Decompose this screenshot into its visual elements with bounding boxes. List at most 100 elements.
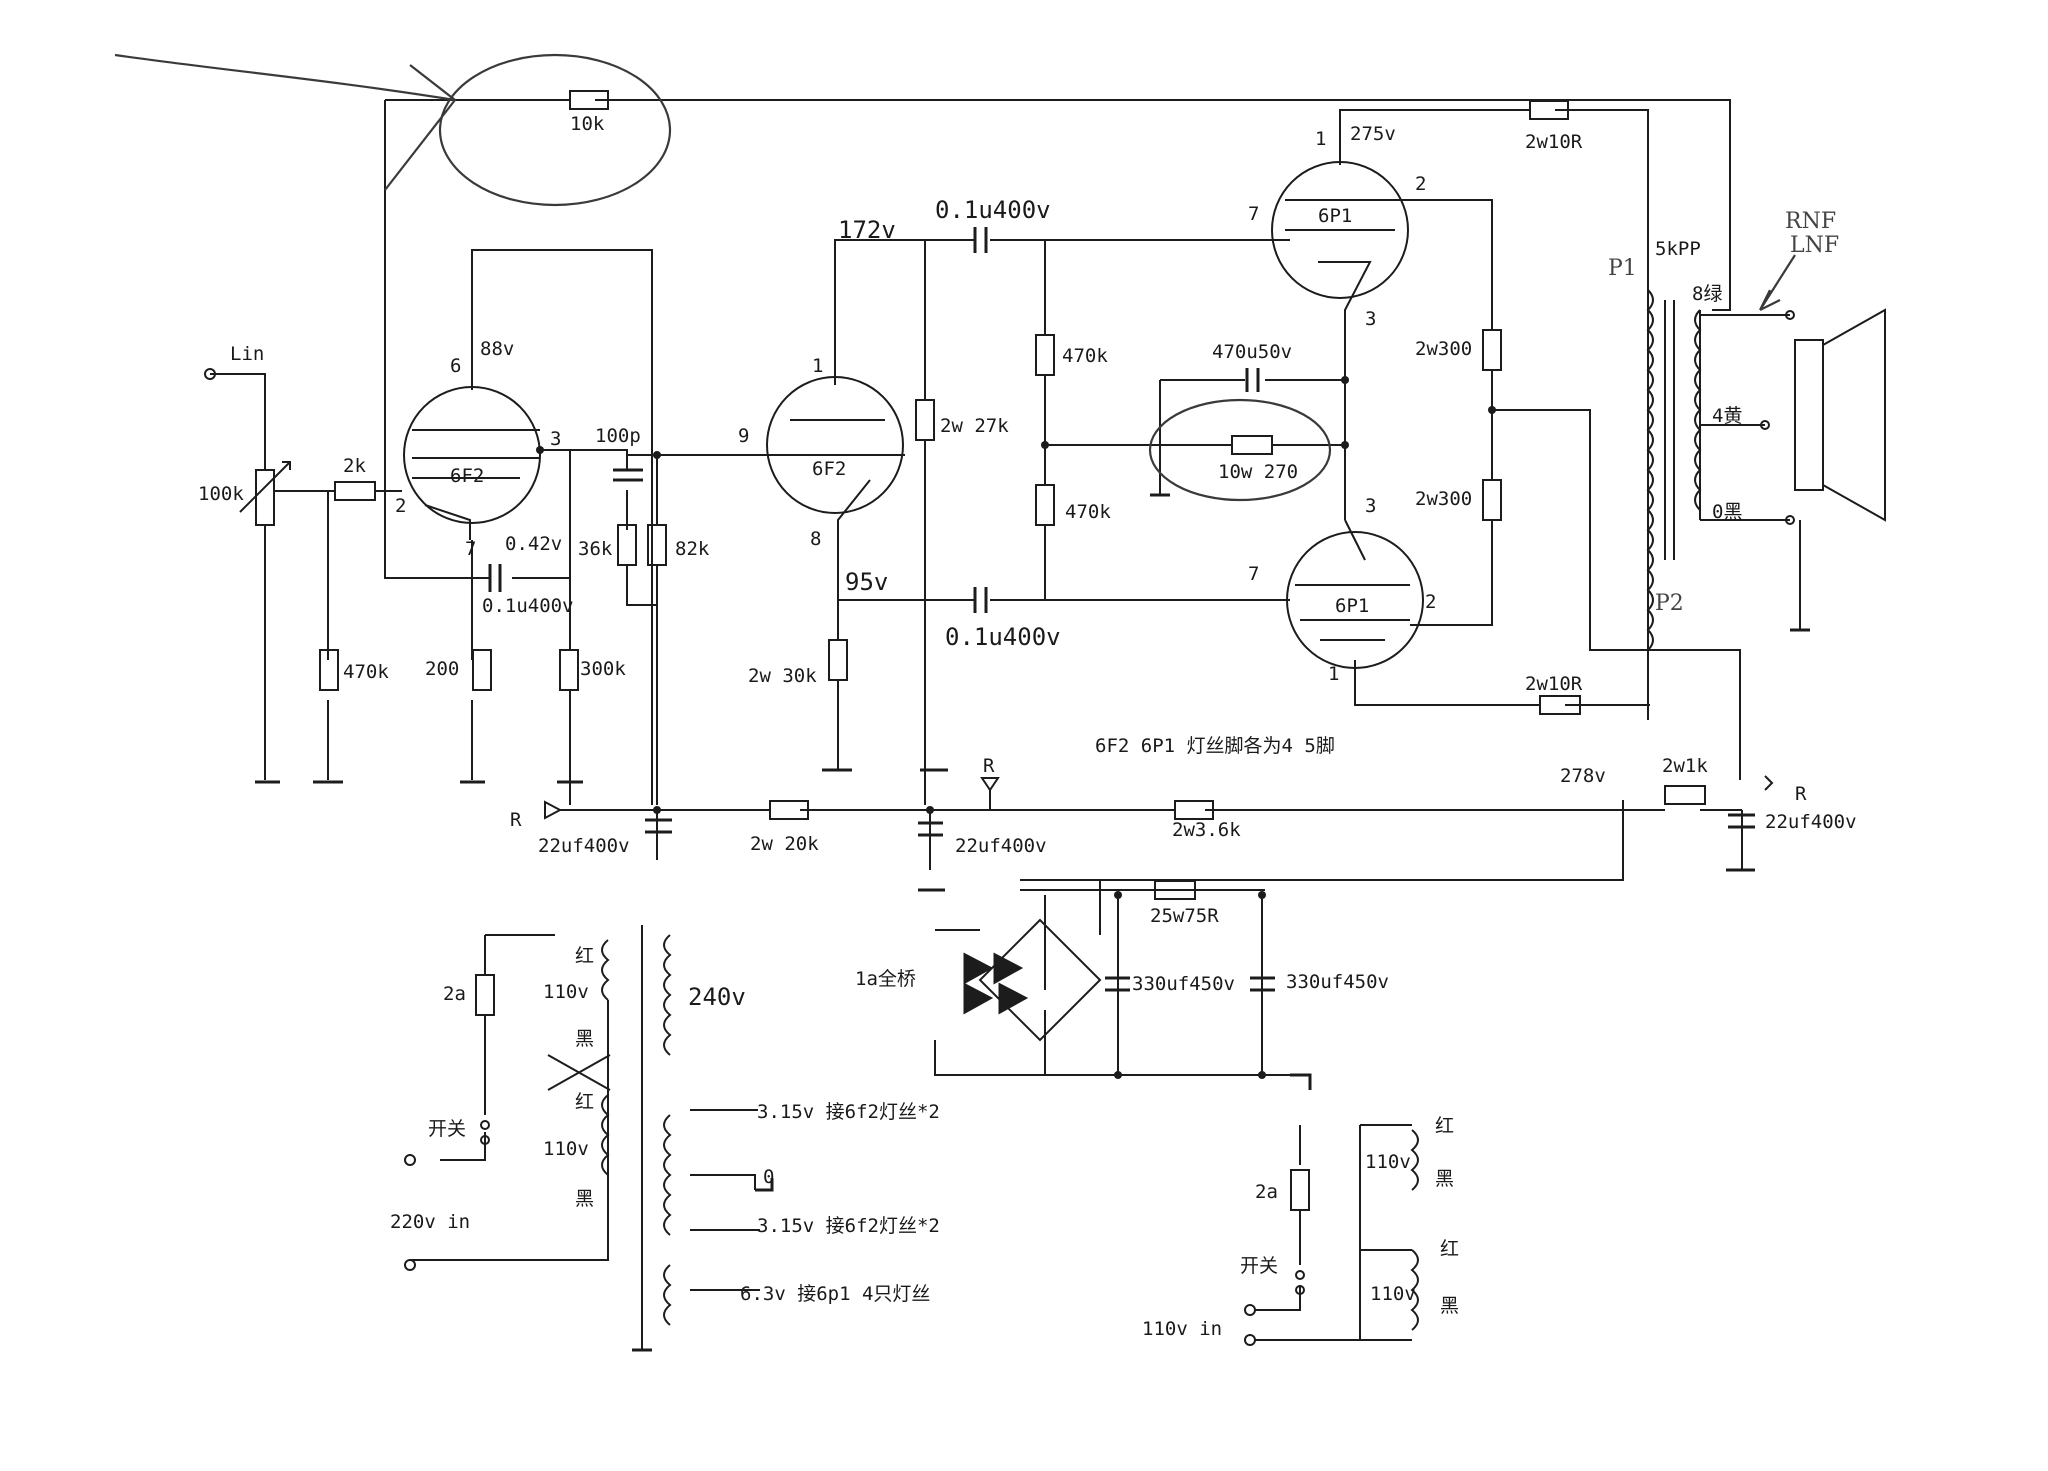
label-172v: 172v bbox=[838, 216, 896, 244]
label-2w300-b: 2w300 bbox=[1415, 488, 1472, 510]
resistor-470k-c bbox=[1035, 484, 1055, 526]
label-6p1-bot: 6P1 bbox=[1335, 595, 1369, 617]
label-95v: 95v bbox=[845, 568, 888, 596]
label-fuse-a: 2a bbox=[443, 983, 466, 1005]
label-25w75r: 25w75R bbox=[1150, 905, 1219, 927]
label-tap-4: 4黄 bbox=[1712, 405, 1742, 427]
fuse-2a-b bbox=[1290, 1169, 1310, 1211]
component-labels: Lin 100k 2k 470k 200 300k 10k 88v 6F2 6 … bbox=[198, 113, 1857, 1340]
label-100p: 100p bbox=[595, 425, 641, 447]
label-black-a: 黑 bbox=[575, 1028, 594, 1050]
resistor-470k-input bbox=[319, 649, 339, 691]
power-transformer-220v bbox=[404, 934, 672, 1326]
label-22u-a: 22uf400v bbox=[538, 835, 630, 857]
label-pot-100k: 100k bbox=[198, 483, 244, 505]
label-6p1-top: 6P1 bbox=[1318, 205, 1352, 227]
r-arrow-right bbox=[1764, 775, 1774, 791]
label-r-right: R bbox=[1795, 783, 1807, 805]
label-pin8: 8 bbox=[810, 528, 821, 550]
label-470u: 470u50v bbox=[1212, 341, 1292, 363]
cap-22u-c bbox=[1728, 813, 1755, 829]
cap-470u bbox=[1245, 368, 1260, 392]
label-r-mid: R bbox=[983, 755, 995, 777]
resistor-470k-b bbox=[1035, 334, 1055, 376]
tube-6p1-bot bbox=[1286, 519, 1424, 669]
power-transformer-110v bbox=[1244, 1129, 1419, 1346]
label-red-d: 红 bbox=[1440, 1238, 1459, 1260]
label-2w1k: 2w1k bbox=[1662, 755, 1708, 777]
rnf-arrow bbox=[1759, 254, 1796, 311]
potentiometer-100k bbox=[255, 469, 275, 526]
label-88v: 88v bbox=[480, 338, 514, 360]
cap-0.1u-a bbox=[488, 564, 502, 592]
label-bridge: 1a全桥 bbox=[855, 968, 916, 990]
label-6f2-b: 6F2 bbox=[812, 458, 846, 480]
mains-terminal-b bbox=[404, 1259, 416, 1271]
label-2w10r-top: 2w10R bbox=[1525, 131, 1583, 153]
label-2w300-a: 2w300 bbox=[1415, 338, 1472, 360]
resistor-2w300-a bbox=[1482, 329, 1502, 371]
label-042v: 0.42v bbox=[505, 533, 562, 555]
label-2w10r-bot: 2w10R bbox=[1525, 673, 1583, 695]
speaker-icon bbox=[1760, 308, 1886, 525]
bridge-rectifier bbox=[935, 880, 1102, 1042]
ground-symbols bbox=[204, 368, 1810, 1352]
label-fil-c: 6.3v 接6p1 4只灯丝 bbox=[740, 1283, 930, 1305]
label-330u-b: 330uf450v bbox=[1286, 971, 1389, 993]
resistor-2w1k bbox=[1664, 785, 1706, 805]
label-110v-c: 110v bbox=[1365, 1151, 1411, 1173]
label-30k: 2w 30k bbox=[748, 665, 817, 687]
hand-drawn-circle bbox=[438, 53, 672, 207]
label-20k: 2w 20k bbox=[750, 833, 819, 855]
label-10w270: 10w 270 bbox=[1218, 461, 1298, 483]
label-110v-in: 110v in bbox=[1142, 1318, 1222, 1340]
label-pin1-d: 1 bbox=[1328, 663, 1339, 685]
fuse-2a-a bbox=[475, 974, 495, 1016]
resistor-10w-270 bbox=[1231, 435, 1273, 455]
label-lnf: LNF bbox=[1790, 233, 1839, 258]
capacitors bbox=[488, 227, 1755, 992]
label-pin6: 6 bbox=[450, 355, 461, 377]
input-terminal bbox=[204, 368, 216, 380]
label-rnf: RNF bbox=[1785, 209, 1836, 234]
label-cap-01u-bot: 0.1u400v bbox=[945, 623, 1061, 651]
cap-330u-b bbox=[1250, 976, 1275, 992]
switch-a-contact bbox=[480, 1120, 490, 1130]
label-10k: 10k bbox=[570, 113, 605, 135]
label-red-a: 红 bbox=[575, 945, 594, 967]
label-fil-zero: 0 bbox=[763, 1166, 774, 1188]
label-27k: 2w 27k bbox=[940, 415, 1009, 437]
resistor-2w-20k bbox=[769, 800, 809, 820]
handwritten-annotations bbox=[114, 53, 1796, 502]
hand-drawn-circle-2 bbox=[1148, 398, 1332, 502]
label-cap-01u-top: 0.1u400v bbox=[935, 196, 1051, 224]
label-pin1-c: 1 bbox=[1315, 128, 1326, 150]
label-278v: 278v bbox=[1560, 765, 1606, 787]
resistor-2w10r-bot bbox=[1539, 695, 1581, 715]
label-220v-in: 220v in bbox=[390, 1211, 470, 1233]
label-red-b: 红 bbox=[575, 1091, 594, 1113]
label-470k-b: 470k bbox=[1062, 345, 1108, 367]
label-pin3-d: 3 bbox=[1365, 495, 1376, 517]
mains-terminal-a bbox=[404, 1154, 416, 1166]
resistor-2k bbox=[334, 481, 376, 501]
label-330u-a: 330uf450v bbox=[1132, 973, 1235, 995]
label-275v: 275v bbox=[1350, 123, 1396, 145]
label-110v-d: 110v bbox=[1370, 1283, 1416, 1305]
resistor-2w300-b bbox=[1482, 479, 1502, 521]
label-pin7-c: 7 bbox=[1248, 203, 1259, 225]
label-110v-b: 110v bbox=[543, 1138, 589, 1160]
label-fil-a: 3.15v 接6f2灯丝*2 bbox=[757, 1101, 940, 1123]
tube-6p1-top bbox=[1271, 161, 1409, 320]
resistor-82k bbox=[647, 524, 667, 566]
r-arrow-mid bbox=[980, 777, 1000, 810]
label-2k: 2k bbox=[343, 455, 366, 477]
resistor-2w10r-top bbox=[1529, 100, 1569, 120]
label-cap-01u-a: 0.1u400v bbox=[482, 595, 574, 617]
cap-330u-a bbox=[1105, 976, 1130, 992]
cap-0.1u-top bbox=[973, 227, 988, 253]
label-pin3-a: 3 bbox=[550, 428, 561, 450]
resistor-200 bbox=[472, 649, 492, 691]
label-pin7-a: 7 bbox=[465, 538, 476, 560]
